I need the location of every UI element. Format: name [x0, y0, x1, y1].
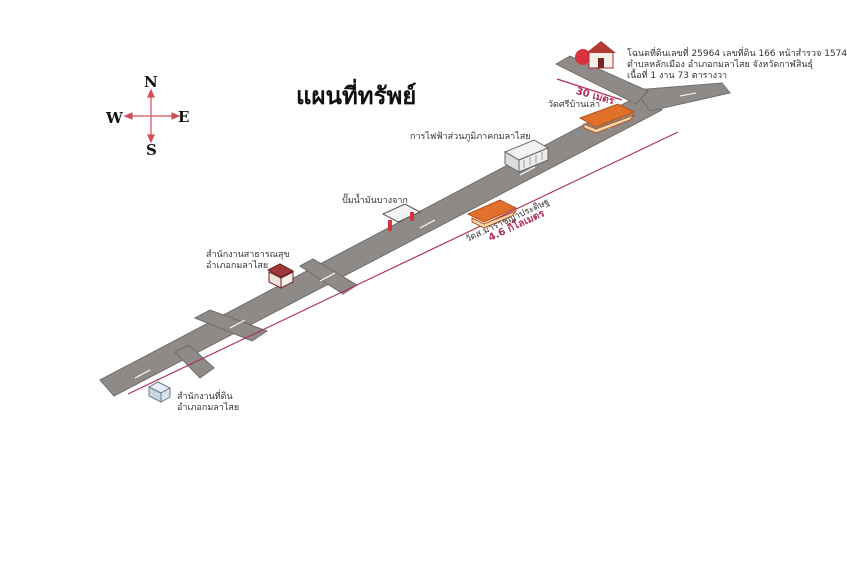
label-land-office-1: สำนักงานที่ดิน [177, 392, 233, 402]
label-electricity-office: การไฟฟ้าส่วนภูมิภาคกมลาไสย [410, 132, 531, 142]
label-gas-station: ปั๊มน้ำมันบางจาก [342, 196, 408, 206]
distance-line-short [556, 78, 623, 101]
distance-line-main [127, 131, 679, 395]
compass-north: N [144, 73, 158, 91]
branch-road [634, 82, 731, 112]
property-area-line: เนื้อที่ 1 งาน 73 ตารางวา [627, 71, 728, 81]
label-public-health-1: สำนักงานสาธารณสุข [206, 250, 290, 260]
property-access-road [554, 55, 649, 105]
compass-west: W [106, 109, 123, 127]
public-health-office-icon [266, 263, 295, 289]
cross-road-1 [174, 344, 215, 379]
compass-east: E [178, 108, 190, 126]
label-public-health-2: อำเภอกมลาไสย [206, 261, 269, 271]
temple-school-icon [466, 199, 518, 229]
temple-ban-lao-icon [578, 103, 636, 134]
compass-south: S [146, 141, 157, 159]
land-office-icon [147, 381, 172, 403]
compass-rose [123, 88, 181, 144]
map-title: แผนที่ทรัพย์ [296, 82, 417, 110]
label-temple-ban-lao: วัดศรีบ้านเล่า [548, 100, 601, 110]
property-house-icon [575, 41, 616, 69]
gas-station-icon [381, 203, 422, 231]
label-land-office-2: อำเภอกมลาไสย [177, 403, 240, 413]
road-markings [134, 92, 697, 379]
electricity-office-icon [503, 139, 550, 173]
property-deed-line: โฉนดที่ดินเลขที่ 25964 เลขที่ดิน 166 หน้… [627, 49, 847, 59]
cross-road-2 [193, 309, 269, 342]
property-location-line: ตำบลหลักเมือง อำเภอกมลาไสย จังหวัดกาฬสิน… [627, 60, 813, 70]
